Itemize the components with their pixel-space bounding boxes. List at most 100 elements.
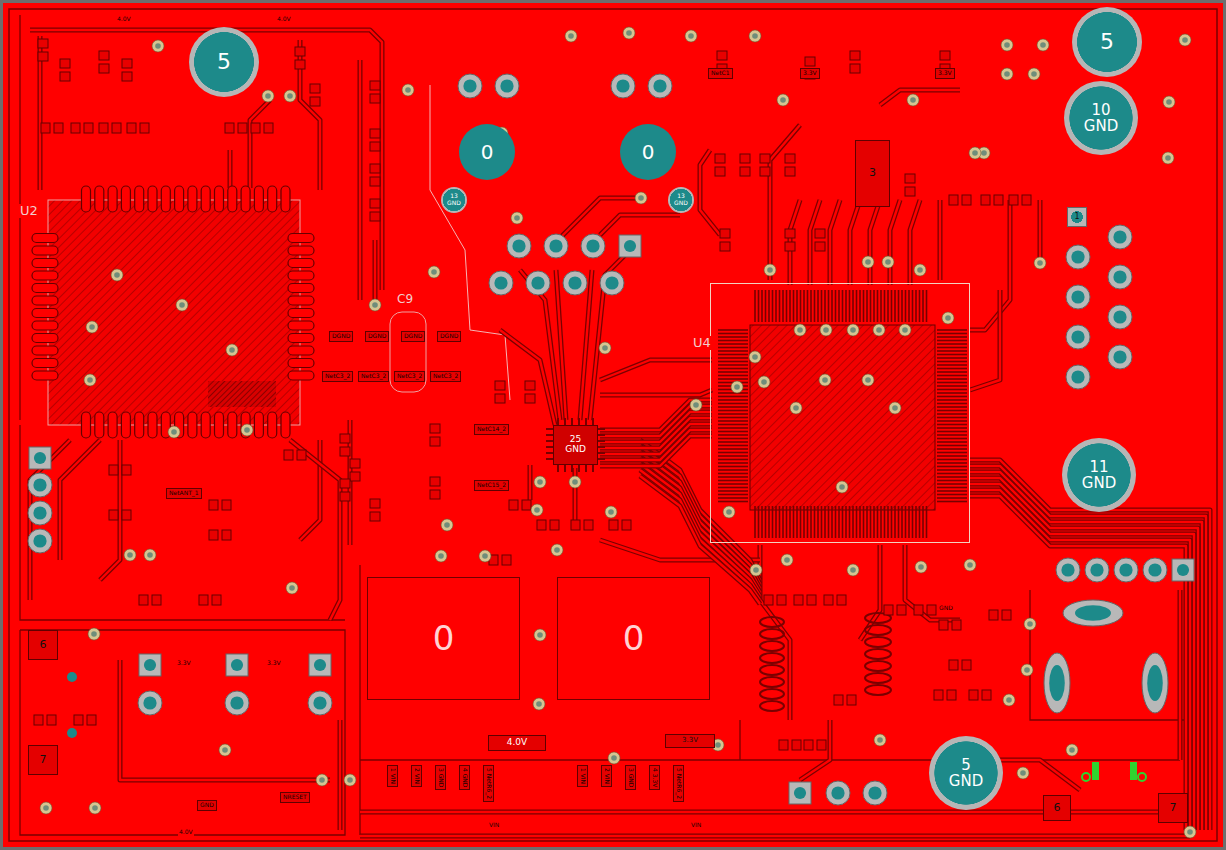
component-pad: 25 GND xyxy=(553,425,598,465)
via xyxy=(428,266,440,278)
via xyxy=(435,550,447,562)
square-pad xyxy=(139,654,161,676)
round-pad xyxy=(308,691,332,715)
slot-pad xyxy=(1063,600,1123,626)
trace-outline xyxy=(338,720,343,830)
net-label: 2 VIN xyxy=(601,765,612,787)
via xyxy=(479,550,491,562)
test-point xyxy=(67,728,77,738)
inductor-coil xyxy=(865,649,891,659)
chip-pin xyxy=(768,290,770,322)
trace-outline xyxy=(800,720,830,780)
smd-pad xyxy=(622,520,631,530)
smd-pad xyxy=(340,492,350,501)
via-hole xyxy=(945,315,951,321)
chip-pin xyxy=(765,290,767,322)
via xyxy=(551,544,563,556)
smd-pad xyxy=(981,195,990,205)
smd-pad xyxy=(760,154,770,163)
chip-pin xyxy=(894,290,896,322)
chip-pin xyxy=(782,506,784,538)
chip-pin xyxy=(937,399,967,401)
net-label: NetC14_2 xyxy=(474,424,509,435)
pad-hole xyxy=(586,239,599,252)
region-outline xyxy=(360,759,1180,760)
smd-pad xyxy=(509,500,518,510)
smd-pad xyxy=(222,500,231,510)
smd-pad xyxy=(740,154,750,163)
via-hole xyxy=(797,327,803,333)
chip-pin xyxy=(718,424,748,426)
smd-pad xyxy=(350,472,360,481)
round-pad xyxy=(1114,558,1138,582)
chip-pin xyxy=(937,354,967,356)
chip-pin xyxy=(887,290,889,322)
smd-pad xyxy=(914,605,923,615)
smd-pad xyxy=(939,620,948,630)
ic-pin xyxy=(571,465,573,472)
via-hole xyxy=(229,347,235,353)
chip-pin xyxy=(779,290,781,322)
via xyxy=(820,324,832,336)
via xyxy=(152,40,164,52)
pad-hole xyxy=(568,276,581,289)
via-hole xyxy=(438,553,444,559)
smd-pad xyxy=(430,437,440,446)
pad-hole xyxy=(831,786,844,799)
chip-pin xyxy=(718,336,748,338)
chip-pin xyxy=(937,455,967,457)
solder-mark xyxy=(1082,773,1090,781)
chip-pin xyxy=(782,290,784,322)
via xyxy=(1024,618,1036,630)
component-pad: 3.3V xyxy=(665,734,715,748)
chip-pin xyxy=(718,361,748,363)
via-hole xyxy=(602,345,608,351)
round-pad xyxy=(1108,345,1132,369)
trace xyxy=(870,200,880,285)
part-designator: U2 xyxy=(19,204,39,218)
net-label: NetC3_2 xyxy=(322,371,353,382)
chip-pin xyxy=(937,375,967,377)
via xyxy=(40,802,52,814)
inductor-coil xyxy=(760,617,784,627)
smd-pad xyxy=(962,195,971,205)
inductor-coil xyxy=(760,629,784,639)
inductor-coil xyxy=(865,637,891,647)
chip-pin xyxy=(821,290,823,322)
via xyxy=(794,324,806,336)
smd-pad xyxy=(41,123,50,133)
smd-pad xyxy=(295,60,305,69)
smd-pad xyxy=(60,59,70,68)
chip-pin xyxy=(915,506,917,538)
round-pad xyxy=(489,271,513,295)
chip-pin xyxy=(786,290,788,322)
pad-number: 25 GND xyxy=(559,435,593,455)
chip-pin xyxy=(718,473,748,475)
smd-pad xyxy=(785,229,795,238)
chip-pin xyxy=(718,364,748,366)
net-label: 4 3.3V xyxy=(649,765,660,790)
smd-pad xyxy=(370,177,380,186)
pad-number: 1 xyxy=(1074,213,1079,222)
smd-pad xyxy=(584,520,593,530)
ic-pin xyxy=(598,434,605,436)
pad-hole xyxy=(463,79,476,92)
smd-pad xyxy=(777,595,786,605)
via xyxy=(914,264,926,276)
chip-pin xyxy=(718,357,748,359)
chip-pin xyxy=(718,497,748,499)
chip-pin xyxy=(718,413,748,415)
smd-pad xyxy=(212,595,221,605)
chip-pin xyxy=(718,375,748,377)
via-hole xyxy=(611,755,617,761)
chip-pin xyxy=(937,333,967,335)
chip-pin xyxy=(718,350,748,352)
chip-pin xyxy=(800,506,802,538)
chip-pin xyxy=(817,290,819,322)
pad-hole xyxy=(1119,563,1132,576)
via-hole xyxy=(1004,71,1010,77)
smd-pad xyxy=(794,595,803,605)
smd-pad xyxy=(127,123,136,133)
trace-outline xyxy=(520,270,560,420)
